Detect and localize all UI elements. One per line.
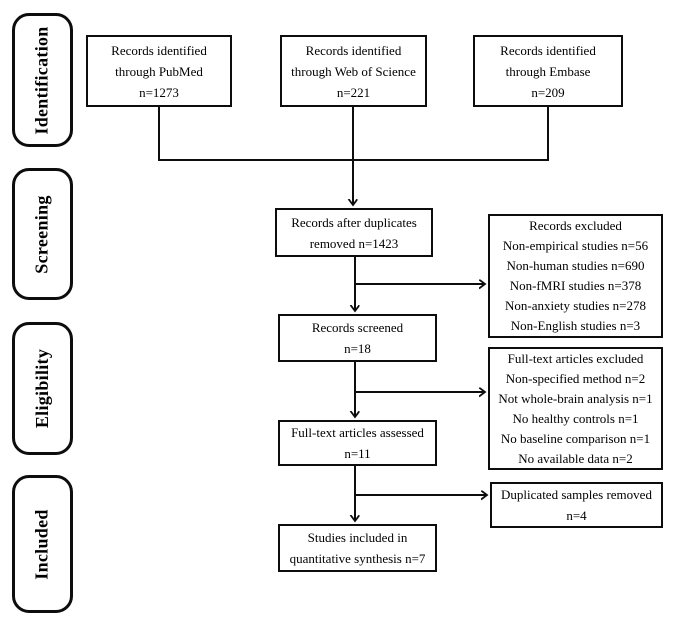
merge-connector [158, 107, 549, 161]
text-line: Records identified [305, 42, 402, 58]
text-line: Non-fMRI studies n=378 [509, 278, 642, 293]
text-line: removed n=1423 [309, 235, 399, 251]
text-line: n=209 [531, 84, 565, 100]
text-line: Non-empirical studies n=56 [502, 238, 649, 253]
box-studies-included: Studies included in quantitative synthes… [278, 524, 437, 572]
text-line: Full-text articles excluded [507, 350, 644, 366]
text-line: Records screened [311, 320, 404, 335]
text-line: through Embase [505, 63, 591, 79]
stage-identification: Identification [12, 13, 73, 147]
stage-label: Screening [32, 194, 52, 274]
text-line: Studies included in [307, 530, 408, 545]
box-duplicated-samples-removed: Duplicated samples removed n=4 [490, 482, 663, 528]
text-line: n=1273 [139, 84, 179, 100]
box-records-screened: Records screened n=18 [278, 314, 437, 362]
stage-label: Included [32, 508, 52, 580]
text-line: Not whole-brain analysis n=1 [498, 390, 653, 406]
text-line: No available data n=2 [518, 450, 633, 466]
box-records-embase: Records identified through Embase n=209 [473, 35, 623, 107]
stage-label: Eligibility [32, 348, 53, 429]
box-records-pubmed: Records identified through PubMed n=1273 [86, 35, 232, 107]
text-line: n=11 [344, 446, 371, 461]
text-line: quantitative synthesis n=7 [289, 551, 426, 566]
text-line: No healthy controls n=1 [512, 410, 639, 426]
text-line: Full-text articles assessed [291, 425, 424, 440]
text-line: Records after duplicates [291, 214, 417, 230]
text-line: Non-anxiety studies n=278 [505, 298, 646, 313]
stage-screening: Screening [12, 168, 73, 300]
text-line: Records identified [500, 42, 596, 58]
text-line: through PubMed [115, 63, 203, 79]
box-records-excluded: Records excluded Non-empirical studies n… [488, 214, 663, 338]
box-fulltext-excluded: Full-text articles excluded Non-specifie… [488, 347, 663, 470]
box-fulltext-assessed: Full-text articles assessed n=11 [278, 420, 437, 466]
text-line: Duplicated samples removed [501, 487, 652, 502]
stage-eligibility: Eligibility [12, 322, 73, 455]
text-line: Records excluded [529, 218, 622, 233]
text-line: n=18 [344, 341, 371, 356]
text-line: Non-English studies n=3 [510, 318, 641, 333]
text-line: n=4 [566, 508, 587, 523]
text-line: Records identified [111, 42, 207, 58]
stage-included: Included [12, 475, 73, 613]
text-line: n=221 [336, 84, 371, 100]
text-line: through Web of Science [291, 63, 416, 79]
stage-label: Identification [32, 25, 53, 135]
box-records-web-of-science: Records identified through Web of Scienc… [280, 35, 427, 107]
text-line: Non-specified method n=2 [505, 370, 646, 386]
box-duplicates-removed: Records after duplicates removed n=1423 [275, 208, 433, 257]
text-line: No baseline comparison n=1 [500, 430, 651, 446]
text-line: Non-human studies n=690 [506, 258, 645, 273]
